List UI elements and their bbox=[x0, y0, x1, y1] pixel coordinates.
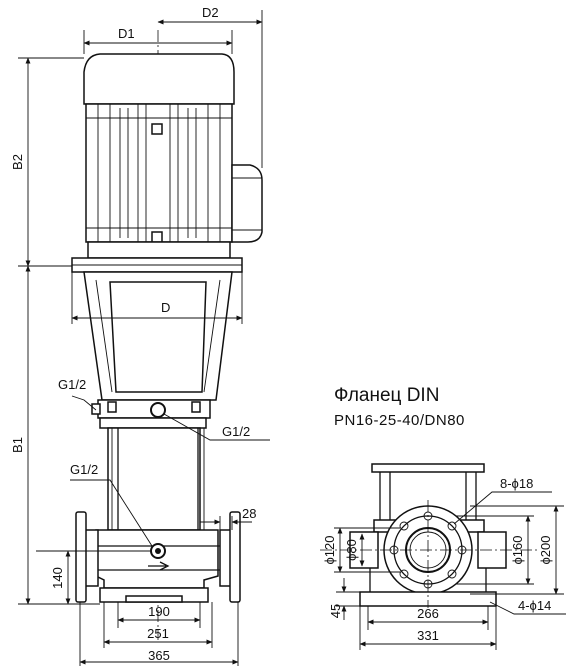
lantern-window bbox=[109, 281, 207, 393]
flange-title: Фланец DIN bbox=[334, 385, 439, 406]
motor-fins bbox=[86, 104, 232, 242]
pump-front-view bbox=[18, 10, 270, 666]
label-w190: 190 bbox=[148, 604, 170, 619]
motor-cap bbox=[83, 53, 235, 105]
label-w251: 251 bbox=[147, 626, 169, 641]
label-d160: ϕ160 bbox=[510, 536, 525, 565]
leader-g-top bbox=[71, 395, 97, 411]
leader-holes bbox=[489, 601, 566, 615]
pump-base bbox=[95, 529, 219, 589]
flange-top-plate bbox=[371, 463, 485, 473]
flow-arrow-icon bbox=[148, 561, 170, 571]
label-h140: 140 bbox=[50, 567, 65, 589]
label-bolts: 8-ϕ18 bbox=[500, 476, 533, 491]
flange-drawing bbox=[320, 463, 566, 650]
label-w331: 331 bbox=[417, 628, 439, 643]
label-holes: 4-ϕ14 bbox=[518, 598, 551, 613]
top-port bbox=[91, 403, 101, 415]
leader-bolts bbox=[453, 491, 552, 525]
motor-lug-top bbox=[151, 123, 163, 135]
pump-sleeve bbox=[107, 427, 201, 531]
label-w266: 266 bbox=[417, 606, 439, 621]
dimension-labels: D1 D2 D B2 B1 G1/2 G1/2 G1/2 28 140 190 … bbox=[10, 5, 553, 663]
label-h45: 45 bbox=[328, 604, 343, 618]
label-b2: B2 bbox=[10, 154, 25, 170]
label-w365: 365 bbox=[148, 648, 170, 663]
label-w28: 28 bbox=[242, 506, 256, 521]
label-g-mid: G1/2 bbox=[222, 424, 250, 439]
label-b1: B1 bbox=[10, 437, 25, 453]
motor-lug-bottom bbox=[151, 231, 163, 243]
leader-g-low bbox=[70, 479, 153, 547]
label-d: D bbox=[161, 300, 170, 315]
motor-base bbox=[87, 241, 231, 259]
label-d2: D2 bbox=[202, 5, 219, 20]
label-d120: ϕ120 bbox=[322, 536, 337, 565]
vent-plug bbox=[150, 402, 166, 418]
flange-subtitle: PN16-25-40/DN80 bbox=[334, 412, 465, 429]
inlet-flange bbox=[75, 511, 87, 603]
label-d80: ϕ80 bbox=[344, 539, 359, 561]
leader-g-mid bbox=[163, 413, 270, 441]
outlet-flange bbox=[229, 511, 241, 603]
label-d1: D1 bbox=[118, 26, 135, 41]
head-collar bbox=[99, 417, 207, 429]
label-g-top: G1/2 bbox=[58, 377, 86, 392]
terminal-box bbox=[231, 164, 263, 243]
label-d200: ϕ200 bbox=[538, 536, 553, 565]
label-g-low: G1/2 bbox=[70, 462, 98, 477]
